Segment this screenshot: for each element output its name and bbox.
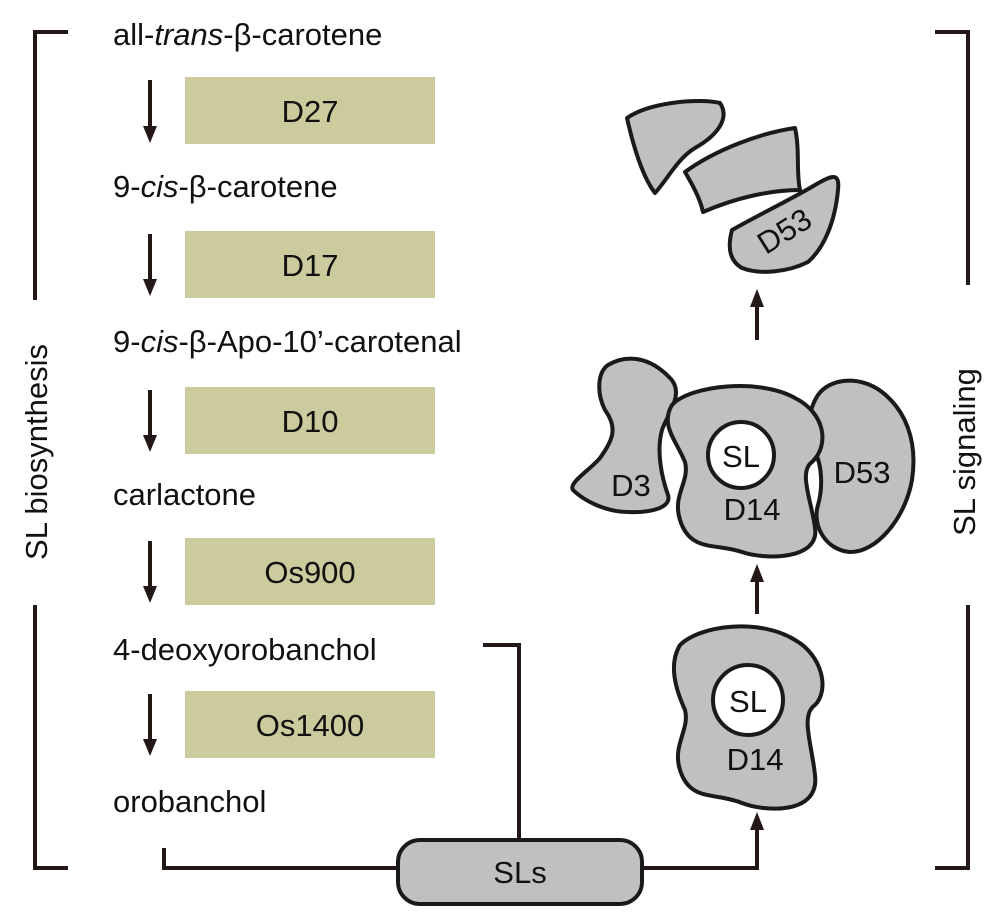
d3-d14-d53-complex: D3 D53 SL D14 [570,356,916,559]
enzyme-label-d17: D17 [282,248,339,283]
compound-list: all-trans-β-carotene 9-cis-β-carotene 9-… [113,17,462,819]
d3-fbox-shape [570,356,678,515]
enzyme-box-d17 [185,231,435,298]
compound-orobanchol: orobanchol [113,784,266,819]
up-arrow-icon [750,289,764,340]
down-arrow-icon [143,390,157,452]
up-arrow-icon [750,812,764,830]
compound-9-cis-beta-apo-10-carotenal: 9-cis-β-Apo-10’-carotenal [113,324,462,359]
compound-9-cis-beta-carotene: 9-cis-β-carotene [113,169,338,204]
down-arrow-icon [143,234,157,296]
enzyme-label-d10: D10 [282,404,339,439]
sl-ligand-label: SL [729,684,767,719]
sls-box-label: SLs [493,855,546,890]
biosynthesis-arrows [143,80,157,756]
enzyme-label-d27: D27 [282,94,339,129]
d53-degradation-fragments: D53 [625,99,841,274]
signaling-section-label: SL signaling [947,368,982,536]
signaling-bracket [935,30,970,870]
enzyme-box-os1400 [185,691,435,758]
biosynthesis-section-label: SL biosynthesis [19,344,54,560]
enzyme-label-os1400: Os1400 [256,708,365,743]
enzyme-boxes: D27 D17 D10 Os900 Os1400 [185,77,435,758]
d14-sl-complex: SL D14 [671,624,825,811]
compound-carlactone: carlactone [113,477,256,512]
up-arrow-icon [750,564,764,614]
down-arrow-icon [143,80,157,143]
sl-ligand-circle [706,420,776,490]
enzyme-box-d10 [185,387,435,454]
biosynthesis-bracket [33,30,68,870]
d53-repressor-label: D53 [834,455,891,490]
enzyme-box-os900 [185,538,435,605]
d53-fragment-shape [683,126,802,214]
down-arrow-icon [143,541,157,603]
down-arrow-icon [143,694,157,756]
d14-receptor-label: D14 [727,742,784,777]
enzyme-label-os900: Os900 [264,555,355,590]
d53-fragment-shape [625,99,726,195]
d53-fragment-shape [727,175,841,274]
sls-connectors [162,643,764,870]
sl-ligand-circle [711,663,785,737]
sl-ligand-label: SL [722,439,760,474]
compound-all-trans-beta-carotene: all-trans-β-carotene [113,17,382,52]
d3-fbox-label: D3 [611,468,651,503]
enzyme-box-d27 [185,77,435,144]
compound-4-deoxyorobanchol: 4-deoxyorobanchol [113,632,377,667]
d14-receptor-label: D14 [724,492,781,527]
sls-box [396,838,644,906]
